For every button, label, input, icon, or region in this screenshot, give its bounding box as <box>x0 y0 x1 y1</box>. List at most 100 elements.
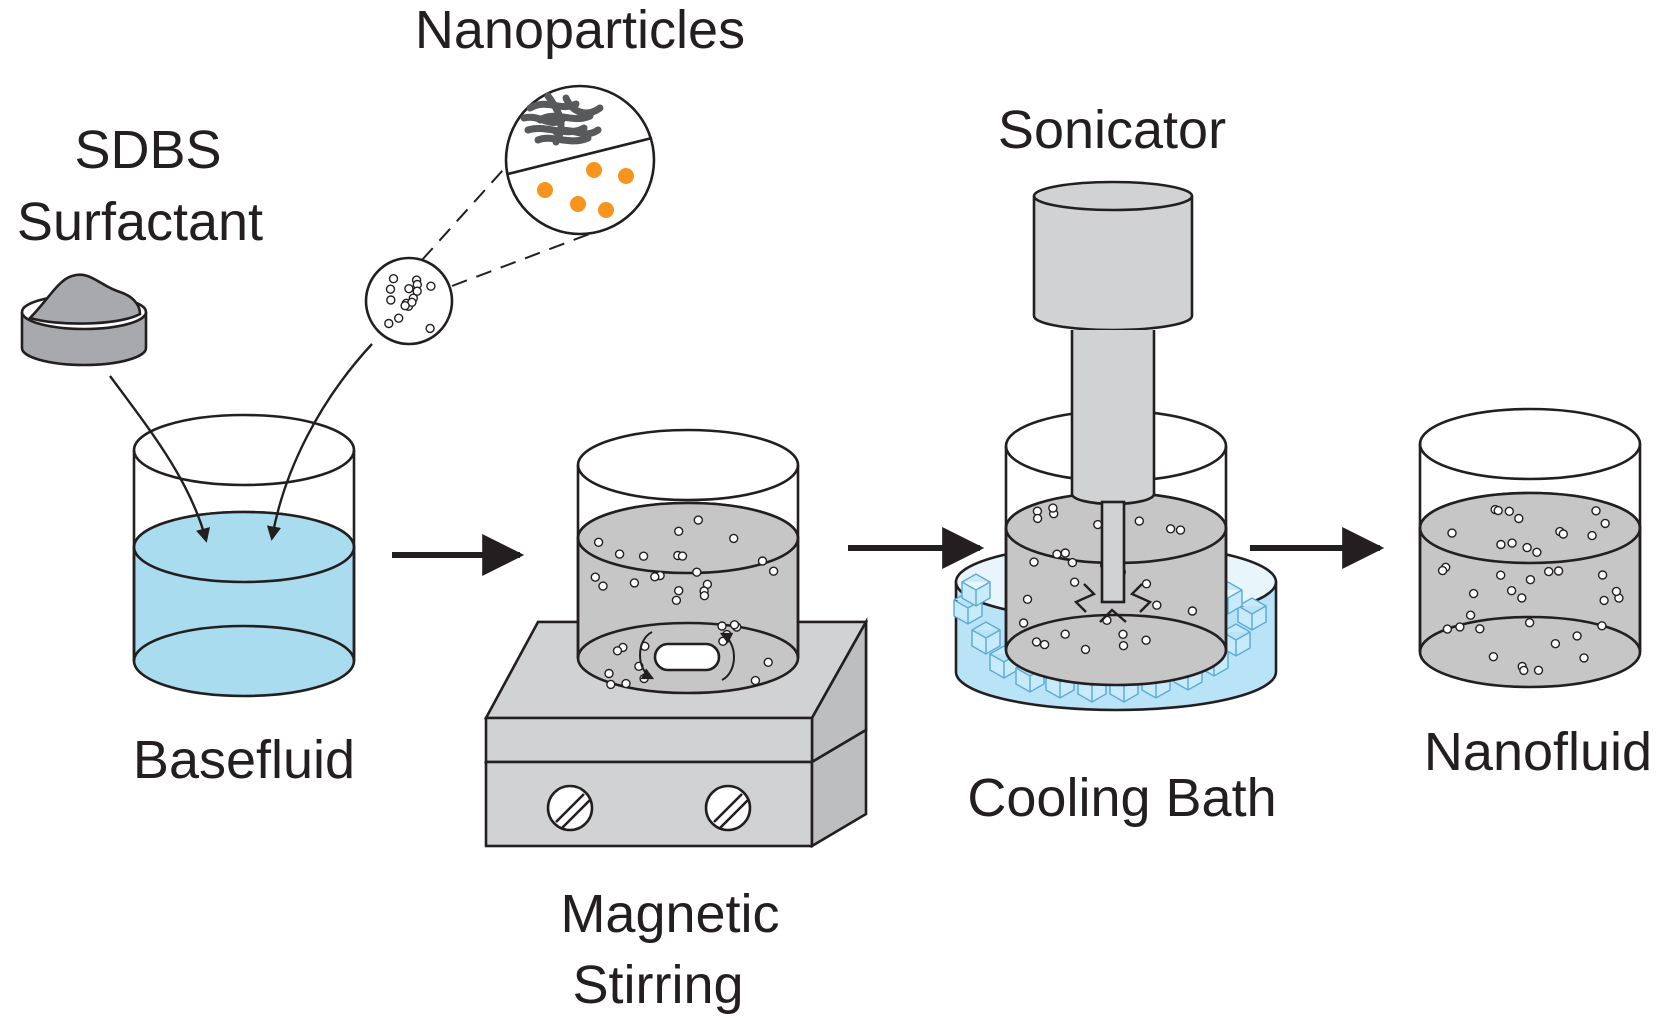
particle-dot <box>674 586 684 596</box>
particle-dot <box>1018 618 1029 628</box>
basefluid-beaker <box>132 413 356 698</box>
particle-dot <box>1600 518 1610 529</box>
particle-dot <box>674 526 684 536</box>
particle-dot <box>1533 665 1544 675</box>
particle-dot <box>385 284 396 294</box>
particle-dot <box>1496 539 1506 550</box>
particle-dot <box>1134 516 1145 526</box>
particle-dot <box>1611 586 1622 597</box>
particle-dot <box>1165 524 1176 534</box>
particle-dot <box>1558 529 1569 539</box>
surfactant-dish <box>20 273 148 367</box>
particle-dot <box>386 295 396 305</box>
knob-left <box>546 784 594 832</box>
particle-dot <box>1597 621 1607 631</box>
particle-dot <box>604 668 614 679</box>
particle-dot <box>1442 624 1453 634</box>
small-particle-dots <box>384 274 436 334</box>
particle-dot <box>1507 538 1517 548</box>
particle-dot <box>699 591 710 601</box>
particle-dot <box>1522 542 1532 553</box>
particle-dot <box>1524 618 1535 628</box>
particle-dot <box>1504 506 1515 516</box>
surfactant-arrow <box>109 375 210 543</box>
particle-dot <box>598 581 608 591</box>
particle-dot <box>1039 639 1050 650</box>
particle-dot <box>1493 505 1503 516</box>
label-sonicator: Sonicator <box>998 100 1226 160</box>
particle-dot <box>1060 629 1070 639</box>
particle-dot <box>1152 600 1162 610</box>
particle-dot <box>412 286 422 296</box>
particle-dot <box>1517 593 1527 603</box>
particle-dot <box>1599 595 1609 606</box>
ice-cube <box>961 573 991 607</box>
particle-dot <box>606 679 616 690</box>
particle-dot <box>1532 547 1542 557</box>
particle-dot <box>394 313 404 323</box>
particle-dot <box>1022 594 1033 604</box>
particle-dot <box>671 595 682 605</box>
particle-dot <box>639 673 649 684</box>
nanoparticle-arrow <box>266 343 373 541</box>
particle-dot <box>1591 506 1601 516</box>
particle-dot <box>1031 637 1042 647</box>
label-sdbs: SDBS <box>74 120 221 180</box>
particle-dot <box>1553 566 1564 576</box>
particle-dot <box>1032 513 1043 524</box>
particle-dot <box>1067 557 1078 568</box>
particle-dot <box>1080 644 1091 655</box>
particle-dot <box>621 678 631 689</box>
ice-cube <box>971 621 1001 655</box>
particle-dot <box>1488 652 1499 662</box>
particle-dot <box>1447 528 1457 538</box>
particle-dot <box>729 533 739 544</box>
particle-dot <box>1141 635 1151 645</box>
particle-dot <box>1525 575 1536 585</box>
particle-dot <box>1543 566 1554 577</box>
particle-dot <box>593 537 604 547</box>
nanofluid-beaker <box>1418 407 1642 689</box>
particle-dot <box>614 549 625 559</box>
particle-dot <box>692 567 702 577</box>
particle-dot <box>650 572 660 582</box>
ice-cube <box>1237 597 1267 631</box>
stirring-beaker <box>576 428 800 695</box>
particle-dot <box>1093 519 1103 530</box>
label-nanoparticles: Nanoparticles <box>415 0 745 60</box>
label-nanofluid: Nanofluid <box>1424 722 1652 782</box>
particle-dot <box>426 281 436 291</box>
particle-dot <box>1069 577 1080 587</box>
particle-dot <box>612 646 623 656</box>
particle-dot <box>1550 639 1561 649</box>
label-surfactant: Surfactant <box>17 192 263 252</box>
particle-dot <box>693 515 703 525</box>
particle-dot <box>1506 586 1517 596</box>
particle-dot <box>1495 570 1506 580</box>
particle-dot <box>717 621 727 631</box>
orange-nanoparticles <box>537 162 634 218</box>
knob-right <box>704 784 752 832</box>
particle-dot <box>1465 610 1476 620</box>
particle-dot <box>729 620 740 630</box>
particle-dot <box>1175 525 1186 535</box>
particle-dot <box>1468 588 1479 599</box>
sonicator-device <box>1032 180 1194 623</box>
particle-dot <box>425 323 435 334</box>
particle-dot <box>1437 565 1448 576</box>
particle-dot <box>388 274 399 284</box>
particle-dot <box>757 556 768 566</box>
particle-dot <box>677 551 688 561</box>
particle-dot <box>1187 606 1198 616</box>
particle-dot <box>400 301 410 311</box>
particle-dot <box>763 657 773 667</box>
particle-dot <box>1455 622 1465 632</box>
particle-dot <box>590 572 600 582</box>
nanofluid-particles <box>1437 504 1624 676</box>
stirring-particles <box>590 515 779 690</box>
particle-dot <box>1519 665 1529 676</box>
label-magnetic: Magnetic <box>560 884 779 944</box>
particle-dot <box>768 566 779 576</box>
particle-dot <box>1118 629 1128 639</box>
